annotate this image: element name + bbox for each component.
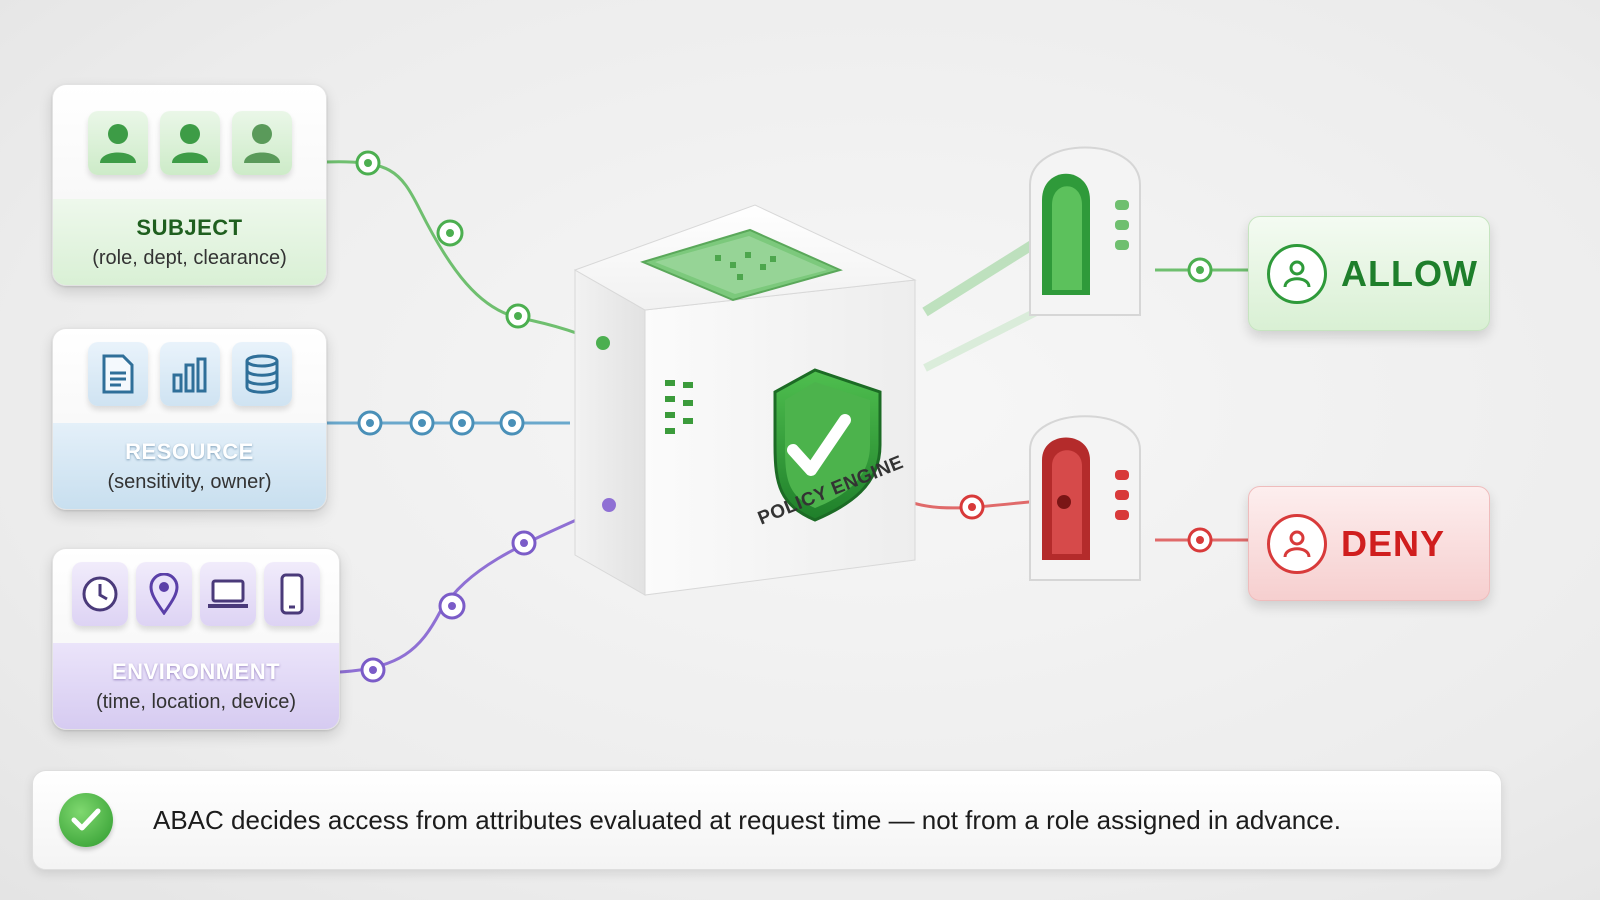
resource-card: RESOURCE (sensitivity, owner) [52, 328, 327, 510]
check-circle-icon [59, 793, 113, 847]
resource-icons [53, 329, 326, 419]
allow-beam-top [922, 235, 1043, 317]
clock-icon [72, 562, 128, 626]
user-icon [231, 110, 292, 175]
bar-chart-icon [159, 342, 220, 406]
phone-icon [264, 562, 320, 626]
shield-check-icon [773, 368, 882, 522]
user-circle-icon [1267, 513, 1327, 574]
user-icon [159, 110, 220, 175]
environment-attributes: (time, location, device) [95, 691, 297, 713]
subject-attributes: (role, dept, clearance) [92, 247, 287, 269]
subject-icons [53, 85, 326, 200]
summary-text: ABAC decides access from attributes eval… [153, 804, 1341, 835]
subject-label-panel: SUBJECT (role, dept, clearance) [53, 199, 326, 285]
allow-label: ALLOW [1341, 252, 1478, 294]
database-icon [231, 342, 292, 406]
resource-title: RESOURCE [125, 439, 254, 464]
allow-beam-bottom [923, 306, 1042, 372]
deny-label: DENY [1341, 522, 1446, 564]
document-icon [87, 342, 148, 406]
subject-wire [324, 160, 606, 347]
policy-engine-cube [573, 204, 917, 596]
laptop-icon [200, 562, 256, 626]
environment-icons [53, 549, 339, 639]
user-circle-icon [1267, 243, 1327, 304]
subject-card: SUBJECT (role, dept, clearance) [52, 84, 327, 286]
subject-title: SUBJECT [136, 215, 243, 240]
environment-label-panel: ENVIRONMENT (time, location, device) [53, 643, 339, 729]
resource-label-panel: RESOURCE (sensitivity, owner) [53, 423, 326, 509]
environment-title: ENVIRONMENT [111, 659, 281, 684]
location-pin-icon [136, 562, 192, 626]
deny-gate [1029, 415, 1141, 581]
allow-outcome: ALLOW [1248, 216, 1490, 331]
user-icon [87, 110, 148, 175]
allow-gate [1029, 146, 1141, 316]
deny-outcome: DENY [1248, 486, 1490, 601]
resource-attributes: (sensitivity, owner) [107, 471, 272, 493]
environment-card: ENVIRONMENT (time, location, device) [52, 548, 340, 730]
summary-banner: ABAC decides access from attributes eval… [32, 770, 1502, 870]
